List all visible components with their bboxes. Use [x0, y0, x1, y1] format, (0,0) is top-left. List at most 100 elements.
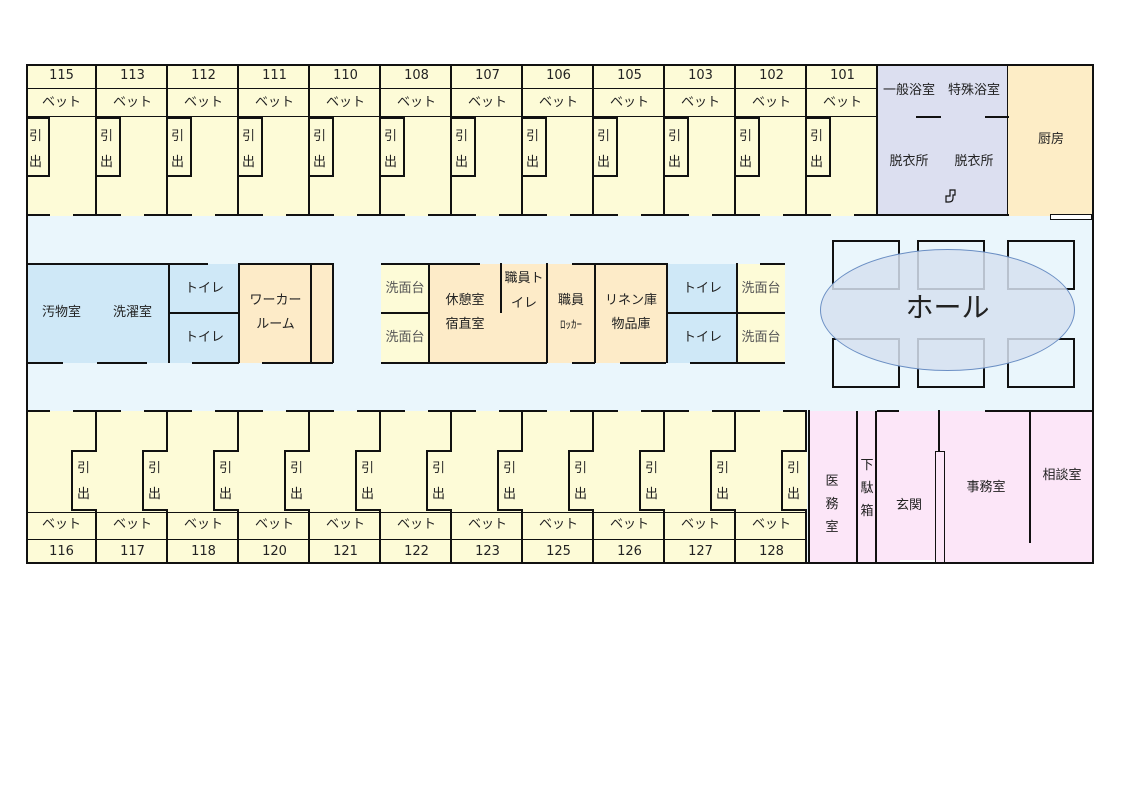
locker-room — [547, 264, 595, 363]
drawer-unit — [523, 117, 547, 177]
bed-label: ベット — [680, 95, 720, 110]
drawer-unit — [426, 450, 452, 511]
soiled-room — [26, 264, 97, 363]
drawer-label: 引出 — [738, 129, 752, 170]
linen-storage-label: リネン庫 — [604, 293, 657, 308]
room-number: 122 — [404, 544, 429, 559]
drawer-label: 引出 — [454, 129, 468, 170]
toilet-room — [666, 313, 737, 363]
drawer-unit — [665, 117, 689, 177]
drawer-label: 引出 — [502, 461, 516, 502]
drawer-unit — [497, 450, 523, 511]
room-number: 110 — [333, 68, 358, 83]
drawer-label: 引出 — [644, 461, 658, 502]
room-number: 108 — [404, 68, 429, 83]
special-bath-label: 特殊浴室 — [947, 83, 1000, 98]
drawer-unit — [807, 117, 831, 177]
bed-label: ベット — [822, 95, 862, 110]
drawer-label: 引出 — [99, 129, 113, 170]
drawer-unit — [97, 117, 121, 177]
linen-room — [595, 264, 666, 363]
bed-label: ベット — [609, 95, 649, 110]
hall-ellipse — [820, 249, 1075, 371]
room-number: 118 — [191, 544, 216, 559]
room-number: 103 — [688, 68, 713, 83]
drawer-unit — [452, 117, 476, 177]
bed-label: ベット — [538, 517, 578, 532]
drawer-unit — [168, 117, 192, 177]
entrance — [877, 411, 940, 563]
bed-label: ベット — [751, 95, 791, 110]
bed-label: ベット — [41, 517, 81, 532]
drawer-unit — [781, 450, 807, 511]
medical-office — [809, 411, 856, 563]
drawer-label: 引出 — [289, 461, 303, 502]
drawer-unit — [639, 450, 665, 511]
staff-toilet-label: 職員トイレ — [504, 271, 544, 311]
room-number: 120 — [262, 544, 287, 559]
bed-label: ベット — [538, 95, 578, 110]
bed-label: ベット — [325, 95, 365, 110]
drawer-label: 引出 — [147, 461, 161, 502]
drawer-unit — [736, 117, 760, 177]
washbasin-label: 洗面台 — [741, 281, 781, 296]
drawer-unit — [71, 450, 97, 511]
changing-room-label: 脱衣所 — [889, 154, 929, 169]
room-number: 101 — [830, 68, 855, 83]
toilet-label: トイレ — [184, 330, 224, 345]
drawer-unit — [568, 450, 594, 511]
changing-room-label: 脱衣所 — [954, 154, 994, 169]
locker-label: ﾛｯｶｰ — [560, 318, 582, 331]
storage-narrow — [311, 264, 333, 363]
bed-label: ベット — [325, 517, 365, 532]
toilet-room — [168, 313, 239, 363]
rest-room-label: 休憩室 — [445, 293, 485, 308]
night-duty-room-label: 宿直室 — [445, 317, 485, 332]
bed-label: ベット — [41, 95, 81, 110]
drawer-label: 引出 — [431, 461, 445, 502]
kitchen-label: 厨房 — [1037, 132, 1064, 147]
bed-label: ベット — [183, 517, 223, 532]
rest-room — [429, 264, 500, 363]
drawer-unit — [239, 117, 263, 177]
toilet-room — [666, 264, 737, 313]
toilet-label: トイレ — [682, 281, 722, 296]
drawer-label: 引出 — [241, 129, 255, 170]
drawer-unit — [310, 117, 334, 177]
bed-label: ベット — [112, 95, 152, 110]
bed-label: ベット — [112, 517, 152, 532]
drawer-unit — [355, 450, 381, 511]
washbasin-label: 洗面台 — [741, 330, 781, 345]
room-number: 126 — [617, 544, 642, 559]
drawer-label: 引出 — [312, 129, 326, 170]
bed-label: ベット — [680, 517, 720, 532]
drawer-label: 引出 — [360, 461, 374, 502]
room-number: 112 — [191, 68, 216, 83]
drawer-label: 引出 — [667, 129, 681, 170]
staff-label: 職員 — [557, 293, 584, 308]
bed-label: ベット — [609, 517, 649, 532]
washbasin-label: 洗面台 — [385, 330, 425, 345]
room-number: 107 — [475, 68, 500, 83]
medical-office-label: 医務室 — [825, 474, 839, 535]
laundry-label: 洗濯室 — [112, 305, 152, 320]
toilet-label: トイレ — [184, 281, 224, 296]
kitchen-area — [1008, 64, 1092, 216]
bed-label: ベット — [467, 517, 507, 532]
goods-storage-label: 物品庫 — [611, 317, 651, 332]
general-bath-label: 一般浴室 — [882, 83, 935, 98]
shoe-box — [856, 411, 877, 563]
drawer-label: 引出 — [596, 129, 610, 170]
room-number: 105 — [617, 68, 642, 83]
room-number: 127 — [688, 544, 713, 559]
toilet-icon — [944, 188, 956, 203]
drawer-unit — [213, 450, 239, 511]
room-number: 116 — [49, 544, 74, 559]
room-number: 115 — [49, 68, 74, 83]
room-number: 121 — [333, 544, 358, 559]
drawer-label: 引出 — [28, 129, 42, 170]
bed-label: ベット — [183, 95, 223, 110]
drawer-label: 引出 — [715, 461, 729, 502]
hall-label: ホール — [905, 291, 990, 324]
